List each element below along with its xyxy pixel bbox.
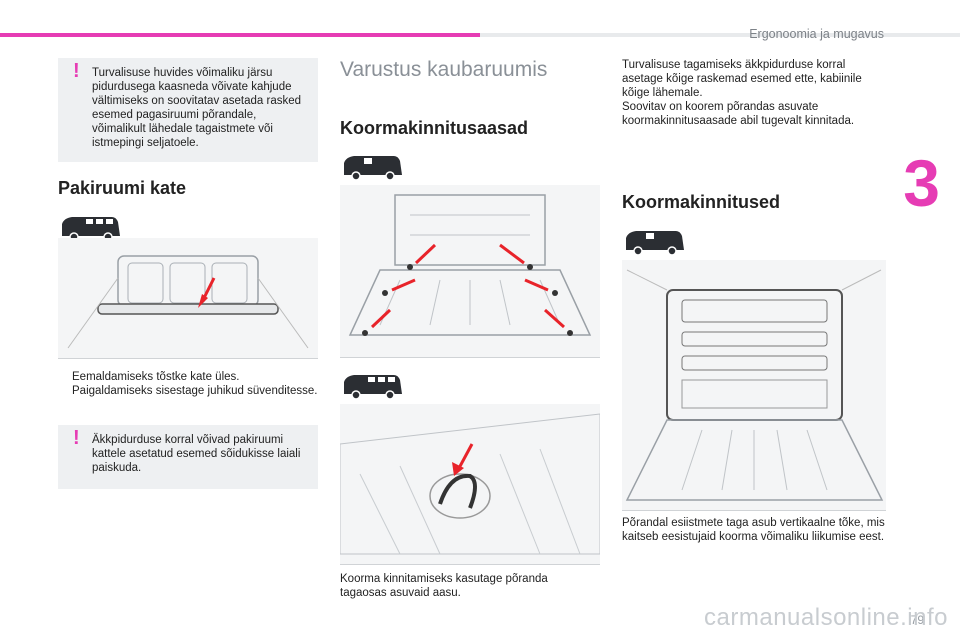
warning-text: Turvalisuse huvides võimaliku järsu pidu… xyxy=(92,67,302,149)
safety-intro-text-2: Soovitav on koorem põrandas asuvate koor… xyxy=(622,101,855,127)
partition-caption: Põrandal esiistmete taga asub vertikaaln… xyxy=(622,517,885,543)
bullet-text: Eemaldamiseks tõstke kate üles. xyxy=(72,371,240,383)
car-icon-van xyxy=(626,231,684,256)
car-icon-van xyxy=(344,156,402,181)
partition-drawing xyxy=(625,269,884,501)
partition-illustration xyxy=(622,260,886,511)
section-title-anchor-rings: Koormakinnitusaasad xyxy=(340,118,529,138)
chapter-number: 3 xyxy=(903,146,940,220)
bullet-text: Paigaldamiseks sisestage juhikud süvendi… xyxy=(72,385,318,397)
section-title-load-restraints: Koormakinnitused xyxy=(622,192,781,212)
load-floor-drawing xyxy=(348,194,592,336)
rear-seats-drawing xyxy=(67,255,309,349)
header-accent-bar xyxy=(0,33,480,37)
warning-box-rear-seat: ! Turvalisuse huvides võimaliku järsu pi… xyxy=(58,58,318,162)
rear-floor-ring-drawing xyxy=(339,413,601,555)
list-item: Eemaldamiseks tõstke kate üles. xyxy=(58,370,318,384)
safety-intro-text: Turvalisuse tagamiseks äkkpidurduse korr… xyxy=(622,59,862,99)
load-floor-rings-illustration xyxy=(340,185,600,358)
car-icon-multiseat xyxy=(344,375,402,400)
watermark: carmanualsonline.info xyxy=(704,604,948,631)
warning-icon: ! xyxy=(73,60,80,82)
anchor-rings-caption: Koorma kinnitamiseks kasutage põranda ta… xyxy=(340,573,548,599)
page-number: 79 xyxy=(910,613,924,627)
header-rule xyxy=(0,33,960,37)
list-item: Paigaldamiseks sisestage juhikud süvendi… xyxy=(58,384,318,398)
warning-box-luggage-cover: ! Äkkpidurduse korral võivad pakiruumi k… xyxy=(58,425,318,489)
luggage-cover-illustration xyxy=(58,238,318,359)
warning-icon: ! xyxy=(73,427,80,449)
luggage-cover-steps: Eemaldamiseks tõstke kate üles. Paigalda… xyxy=(58,370,318,398)
rear-floor-ring-illustration xyxy=(339,404,601,565)
main-title: Varustus kaubaruumis xyxy=(340,58,548,81)
section-title-luggage-cover: Pakiruumi kate xyxy=(58,178,187,198)
warning-text: Äkkpidurduse korral võivad pakiruumi kat… xyxy=(92,434,301,474)
header-title: Ergonoomia ja mugavus xyxy=(749,27,884,41)
